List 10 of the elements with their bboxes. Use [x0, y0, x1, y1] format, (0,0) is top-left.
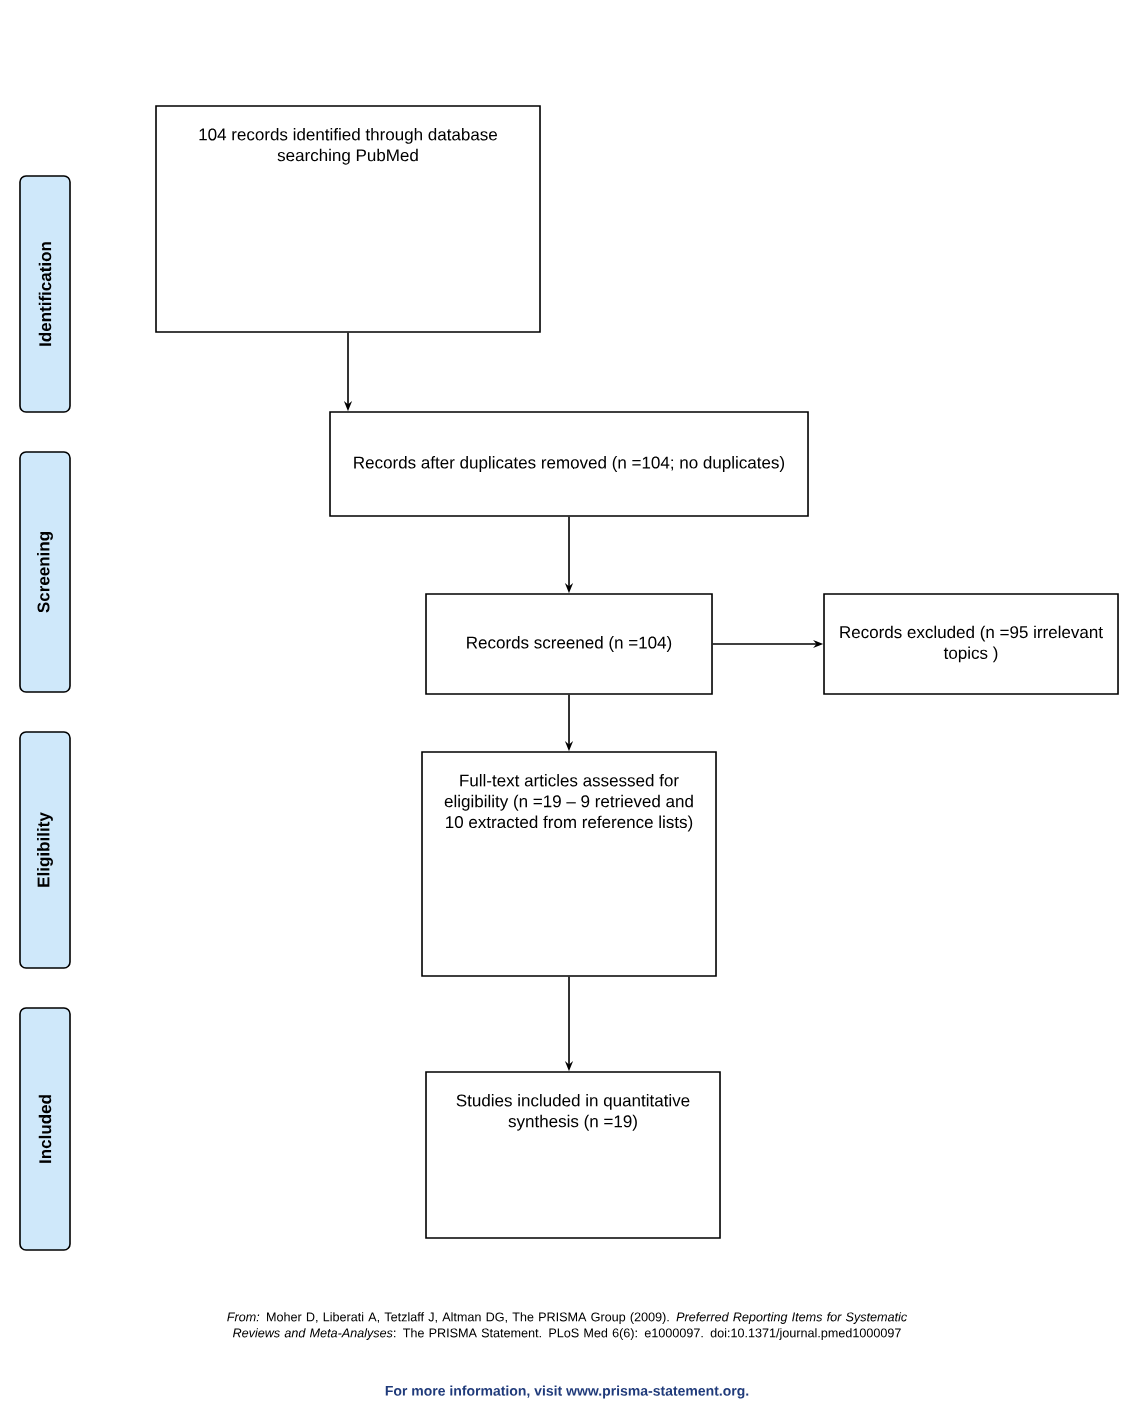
process-box: Records screened (n =104) [425, 593, 713, 695]
phase-band: Screening [19, 451, 71, 693]
process-box: 104 records identified through database searching PubMed [155, 105, 541, 333]
process-box: Records excluded (n =95 irrelevant topics ) [823, 593, 1119, 695]
phase-band: Identification [19, 175, 71, 413]
process-box: Full-text articles assessed for eligibility (n =19 – 9 retrieved and 10 extracted from reference lists) [421, 751, 717, 977]
process-box: Studies included in quantitative synthesis (n =19) [425, 1071, 721, 1239]
phase-band: Included [19, 1007, 71, 1251]
phase-band: Eligibility [19, 731, 71, 969]
process-box: Records after duplicates removed (n =104; no duplicates) [329, 411, 809, 517]
